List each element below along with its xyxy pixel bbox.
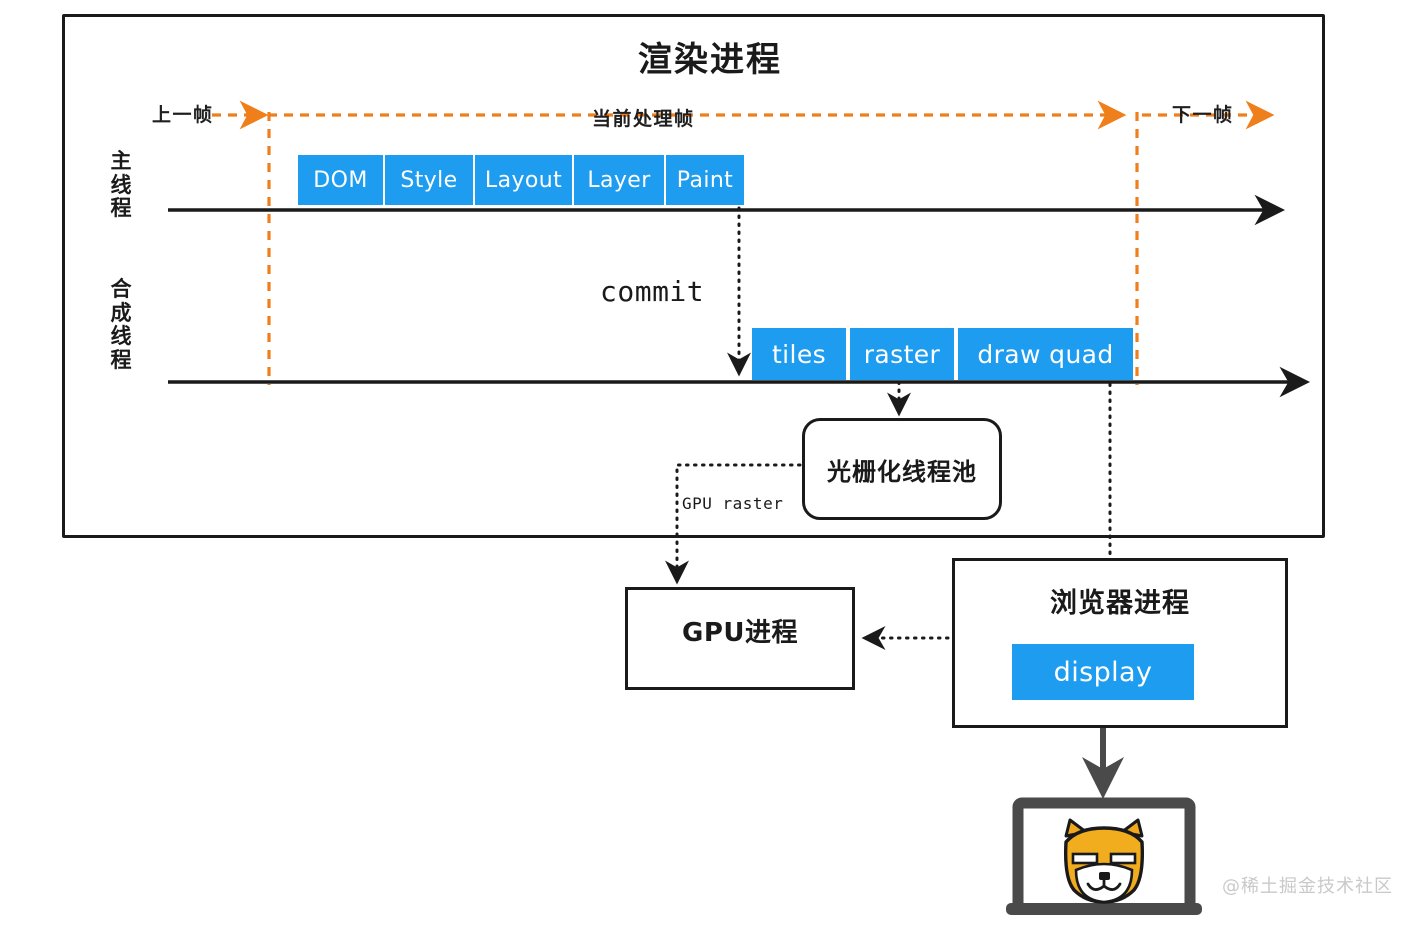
browser-process-label: 浏览器进程 (1050, 588, 1190, 619)
previous-frame-label: 上一帧 (152, 104, 214, 126)
gpu-raster-path (665, 463, 802, 585)
main-thread-label: 主线程 (110, 149, 132, 221)
watermark-label: @稀土掘金技术社区 (1222, 876, 1393, 897)
renderer-process-box (62, 14, 1325, 538)
task-chip-tiles[interactable]: tiles (752, 328, 848, 380)
renderer-process-title: 渲染进程 (638, 40, 782, 80)
browser-process-box[interactable]: 浏览器进程 (952, 558, 1288, 728)
task-chip-draw-quad[interactable]: draw quad (958, 328, 1133, 380)
task-chip-layer[interactable]: Layer (574, 155, 666, 205)
next-frame-label: 下一帧 (1172, 104, 1234, 126)
task-chip-paint[interactable]: Paint (666, 155, 744, 205)
task-chip-raster[interactable]: raster (850, 328, 956, 380)
compositor-thread-label: 合成线程 (110, 277, 132, 372)
current-frame-label: 当前处理帧 (592, 108, 695, 130)
rasterization-thread-pool-label: 光栅化线程池 (827, 457, 977, 486)
task-chip-display[interactable]: display (1012, 644, 1194, 700)
laptop-icon (1006, 797, 1202, 915)
task-chip-style[interactable]: Style (385, 155, 475, 205)
gpu-process-label: GPU进程 (681, 618, 798, 648)
commit-label: commit (600, 275, 705, 308)
shiba-dog-face-icon (1063, 818, 1145, 904)
task-chip-dom[interactable]: DOM (298, 155, 385, 205)
rasterization-thread-pool-box[interactable]: 光栅化线程池 (802, 418, 1002, 520)
gpu-process-box[interactable]: GPU进程 (625, 587, 855, 690)
gpu-raster-label: GPU raster (682, 494, 784, 513)
task-chip-layout[interactable]: Layout (475, 155, 574, 205)
